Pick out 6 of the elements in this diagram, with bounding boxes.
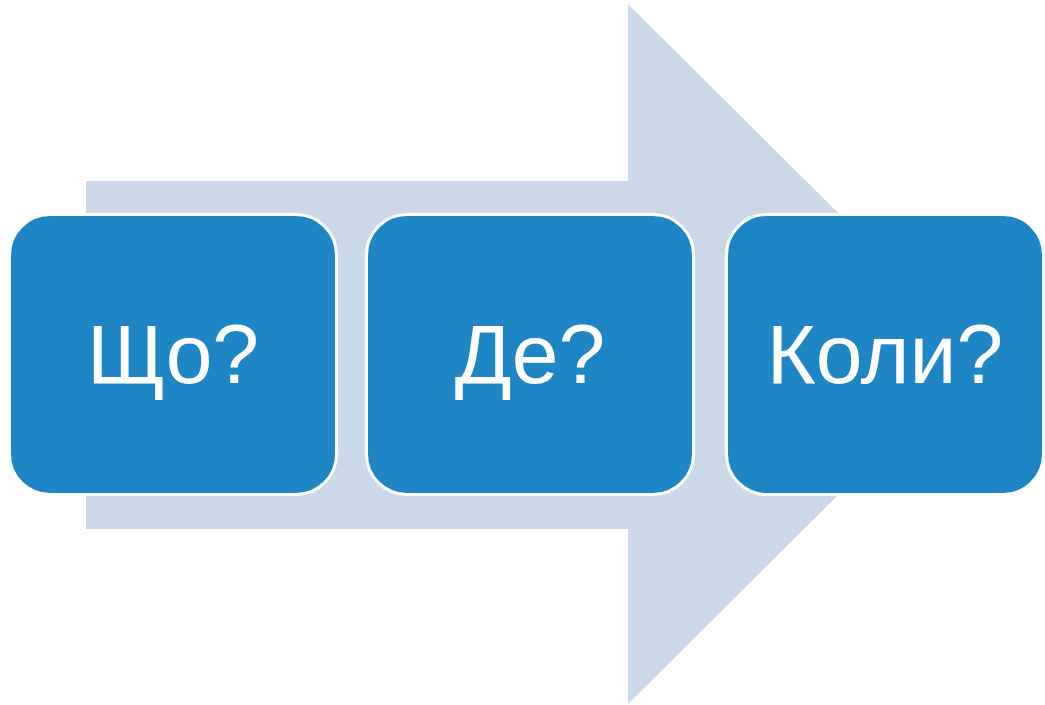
- box-label: Коли?: [766, 306, 1004, 403]
- process-box: [365, 213, 695, 496]
- process-box: [725, 213, 1045, 496]
- process-box: [8, 213, 338, 496]
- box-label: Де?: [454, 306, 606, 403]
- box-label: Що?: [86, 306, 260, 403]
